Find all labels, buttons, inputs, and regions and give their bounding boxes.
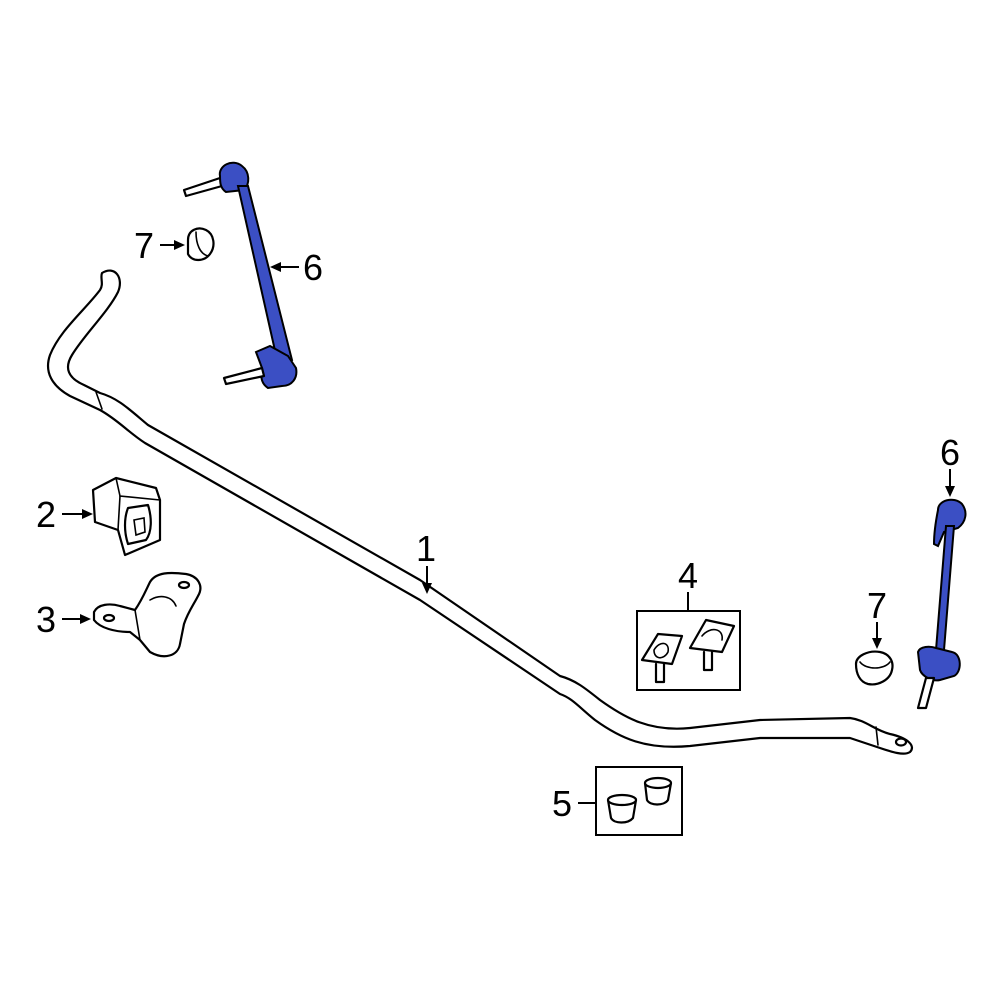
callout-3: 3 bbox=[36, 599, 56, 640]
stabilizer-bar[interactable] bbox=[46, 269, 914, 755]
nut-right[interactable] bbox=[854, 650, 894, 686]
callout-6-right: 6 bbox=[940, 432, 960, 473]
callout-labels: 1 2 3 4 5 6 6 7 7 bbox=[36, 225, 960, 824]
callout-2: 2 bbox=[36, 494, 56, 535]
callout-7-left: 7 bbox=[134, 225, 154, 266]
bushing-kit-box[interactable] bbox=[636, 610, 741, 691]
nut-left[interactable] bbox=[186, 227, 215, 262]
stabilizer-link-left[interactable] bbox=[182, 161, 298, 390]
insulator-kit-box[interactable] bbox=[595, 766, 683, 836]
callout-4: 4 bbox=[678, 555, 698, 596]
callout-6-left: 6 bbox=[303, 247, 323, 288]
callout-1: 1 bbox=[416, 528, 436, 569]
stabilizer-link-right[interactable] bbox=[916, 498, 967, 710]
bracket-part[interactable] bbox=[92, 571, 202, 658]
callout-leaders bbox=[62, 240, 955, 804]
callout-7-right: 7 bbox=[867, 585, 887, 626]
bushing-part[interactable] bbox=[91, 476, 162, 557]
callout-5: 5 bbox=[552, 783, 572, 824]
